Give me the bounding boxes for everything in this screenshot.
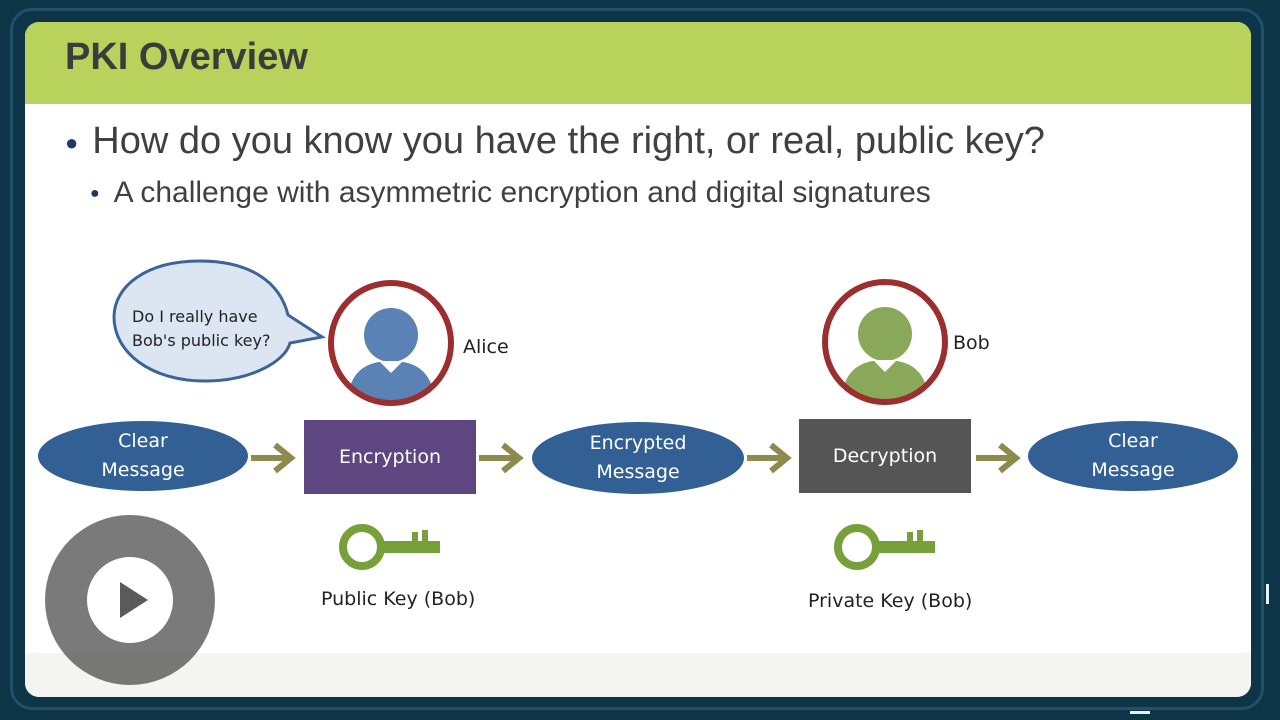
encrypted-message-line-2: Message xyxy=(596,461,680,483)
side-handle[interactable] xyxy=(1266,584,1269,604)
arrow-icon xyxy=(747,442,792,474)
play-button[interactable] xyxy=(45,515,215,685)
bullet-1: ● How do you know you have the right, or … xyxy=(65,120,1045,163)
alice-label: Alice xyxy=(463,336,509,358)
flow-arrows xyxy=(251,442,1021,474)
decryption-box: Decryption xyxy=(799,419,971,493)
speech-bubble xyxy=(112,259,326,383)
public-key-icon xyxy=(339,524,440,570)
public-key-label: Public Key (Bob) xyxy=(321,588,476,610)
speech-bubble-text: Do I really have Bob's public key? xyxy=(132,305,270,353)
play-icon xyxy=(120,582,148,618)
player-frame xyxy=(10,8,1264,710)
private-key-icon xyxy=(834,524,935,570)
arrow-icon xyxy=(251,442,296,474)
arrow-icon xyxy=(976,442,1021,474)
bullet-dot: ● xyxy=(65,129,79,155)
arrow-icon xyxy=(479,442,524,474)
slide-title: PKI Overview xyxy=(65,36,308,78)
clear-message-end-line-1: Clear xyxy=(1108,430,1158,452)
slide: PKI Overview ● How do you know you have t… xyxy=(25,22,1251,697)
speech-line-2: Bob's public key? xyxy=(132,331,271,350)
slide-header: PKI Overview xyxy=(25,22,1251,104)
alice-avatar xyxy=(328,280,454,406)
clear-message-line-2: Message xyxy=(101,459,185,481)
bob-label: Bob xyxy=(953,332,990,354)
slide-footer xyxy=(25,653,1251,697)
clear-message-line-1: Clear xyxy=(118,430,168,452)
encrypted-message-line-1: Encrypted xyxy=(589,432,687,454)
bullet-1-text: How do you know you have the right, or r… xyxy=(92,120,1045,162)
bottom-handle[interactable] xyxy=(1130,711,1150,714)
private-key-label: Private Key (Bob) xyxy=(808,590,973,612)
clear-message-end-line-2: Message xyxy=(1091,459,1175,481)
play-button-inner[interactable] xyxy=(87,557,173,643)
speech-line-1: Do I really have xyxy=(132,307,258,326)
bob-avatar xyxy=(822,279,948,405)
bullet-dot: ● xyxy=(90,185,100,203)
encryption-box: Encryption xyxy=(304,420,476,494)
bullet-2: ● A challenge with asymmetric encryption … xyxy=(90,176,931,210)
bullet-2-text: A challenge with asymmetric encryption a… xyxy=(113,176,931,209)
